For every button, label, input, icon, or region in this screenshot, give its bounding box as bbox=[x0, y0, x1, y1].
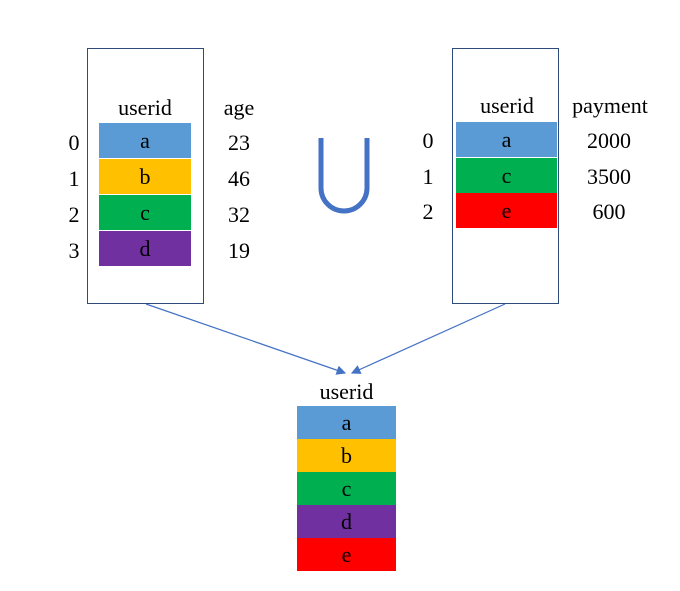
left-row-index: 0 bbox=[68, 130, 80, 155]
left-age-value: 32 bbox=[228, 202, 250, 227]
right-userid-header: userid bbox=[480, 93, 534, 118]
right-userid-cell-e: e bbox=[456, 193, 557, 228]
left-table-frame bbox=[87, 48, 204, 304]
right-payment-value: 3500 bbox=[587, 164, 631, 189]
result-userid-cell-a: a bbox=[297, 406, 396, 439]
right-to-result-arrow bbox=[350, 303, 506, 374]
right-table-frame bbox=[452, 48, 559, 304]
left-userid-cell-b: b bbox=[99, 159, 191, 194]
result-userid-cell-e: e bbox=[297, 538, 396, 571]
result-userid-cell-c: c bbox=[297, 472, 396, 505]
union-icon bbox=[318, 138, 370, 214]
left-age-value: 46 bbox=[228, 166, 250, 191]
right-userid-cell-c: c bbox=[456, 158, 557, 193]
right-row-index: 2 bbox=[422, 199, 434, 224]
left-userid-cell-c: c bbox=[99, 195, 191, 230]
result-userid-header: userid bbox=[319, 379, 374, 404]
left-row-index: 2 bbox=[68, 202, 80, 227]
right-payment-value: 2000 bbox=[587, 128, 631, 153]
right-payment-header: payment bbox=[572, 93, 648, 118]
result-userid-cell-b: b bbox=[297, 439, 396, 472]
right-row-index: 1 bbox=[422, 164, 434, 189]
left-row-index: 3 bbox=[68, 238, 80, 263]
left-to-result-arrow bbox=[145, 303, 347, 375]
left-userid-cell-d: d bbox=[99, 231, 191, 266]
left-userid-header: userid bbox=[118, 95, 172, 120]
left-row-index: 1 bbox=[68, 166, 80, 191]
left-age-value: 23 bbox=[228, 130, 250, 155]
right-userid-cell-a: a bbox=[456, 122, 557, 157]
right-row-index: 0 bbox=[422, 128, 434, 153]
left-userid-cell-a: a bbox=[99, 123, 191, 158]
result-userid-cell-d: d bbox=[297, 505, 396, 538]
right-payment-value: 600 bbox=[592, 199, 626, 224]
left-age-header: age bbox=[223, 95, 255, 120]
left-age-value: 19 bbox=[228, 238, 250, 263]
